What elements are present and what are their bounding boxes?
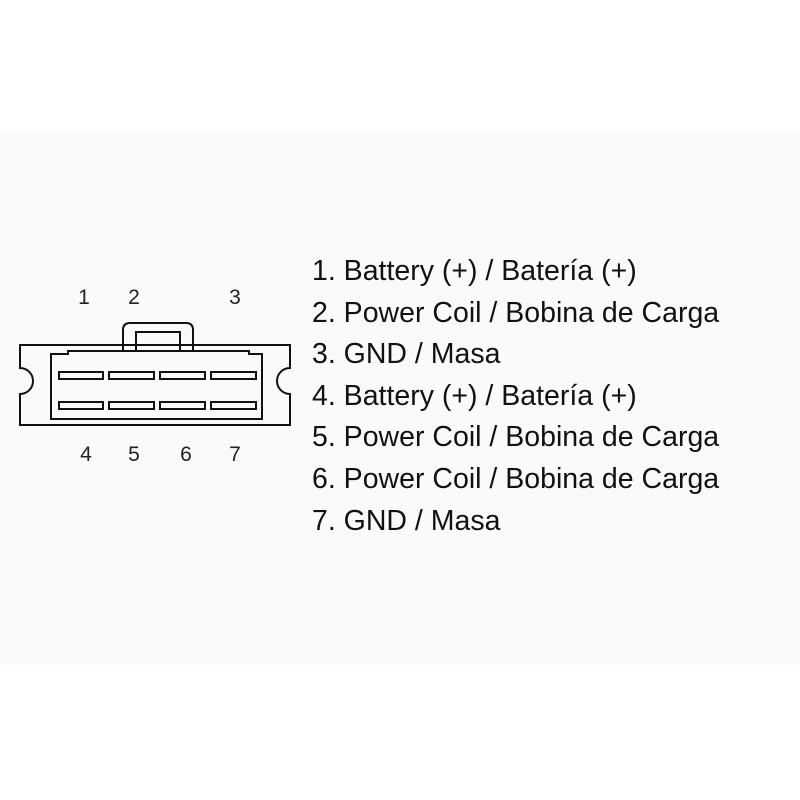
pin-slot: [58, 371, 104, 380]
pin-slot: [58, 401, 104, 410]
pin-label: 2: [128, 286, 140, 309]
pin-label: 4: [80, 443, 92, 466]
pin-slot: [159, 401, 206, 410]
connector-tab: [122, 322, 194, 350]
pin-label: 1: [78, 286, 90, 309]
connector-body: [19, 344, 291, 426]
connector-tab-inner: [135, 331, 181, 351]
pin-slot: [210, 371, 257, 380]
pin-slot: [210, 401, 257, 410]
pin-legend: 1. Battery (+) / Batería (+) 2. Power Co…: [312, 251, 719, 542]
connector-cavity: [50, 350, 263, 420]
legend-item: 1. Battery (+) / Batería (+): [312, 255, 637, 287]
legend-item: 3. GND / Masa: [312, 338, 501, 371]
background-panel: [0, 130, 800, 665]
legend-item: 4. Battery (+) / Batería (+): [312, 379, 637, 412]
pin-label: 3: [229, 286, 241, 309]
pin-label: 5: [128, 443, 140, 466]
legend-item: 6. Power Coil / Bobina de Carga: [312, 462, 720, 495]
legend-item: 7. GND / Masa: [312, 504, 501, 537]
pin-label: 6: [180, 443, 192, 466]
legend-item: 2. Power Coil / Bobina de Carga: [312, 296, 720, 329]
legend-item: 5. Power Coil / Bobina de Carga: [312, 421, 720, 454]
pin-slot: [108, 401, 155, 410]
pin-slot: [159, 371, 206, 380]
pin-slot: [108, 371, 155, 380]
pin-label: 7: [229, 443, 241, 466]
